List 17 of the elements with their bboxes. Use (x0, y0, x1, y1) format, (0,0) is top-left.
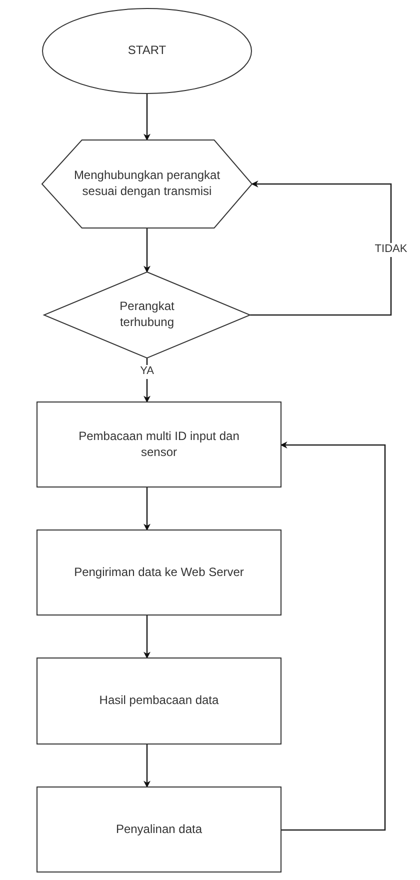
arrow (144, 358, 150, 403)
arrow (144, 228, 150, 273)
node-label: START (128, 43, 166, 59)
node-label: Penyalinan data (116, 822, 202, 838)
node-label: Menghubungkan perangkat sesuai dengan transmisi (72, 168, 222, 200)
edge-label: YA (139, 365, 155, 379)
arrow (250, 180, 392, 316)
edge-label: TIDAK (374, 243, 408, 257)
node-label: Hasil pembacaan data (99, 693, 219, 709)
node-label: Pengiriman data ke Web Server (74, 564, 244, 580)
arrow (144, 744, 150, 788)
node-label: Perangkat terhubung (118, 299, 176, 331)
arrow (144, 94, 150, 141)
node-label: Pembacaan multi ID input dan sensor (78, 428, 240, 460)
arrow (280, 442, 386, 831)
arrow (144, 487, 150, 531)
arrow (144, 615, 150, 659)
